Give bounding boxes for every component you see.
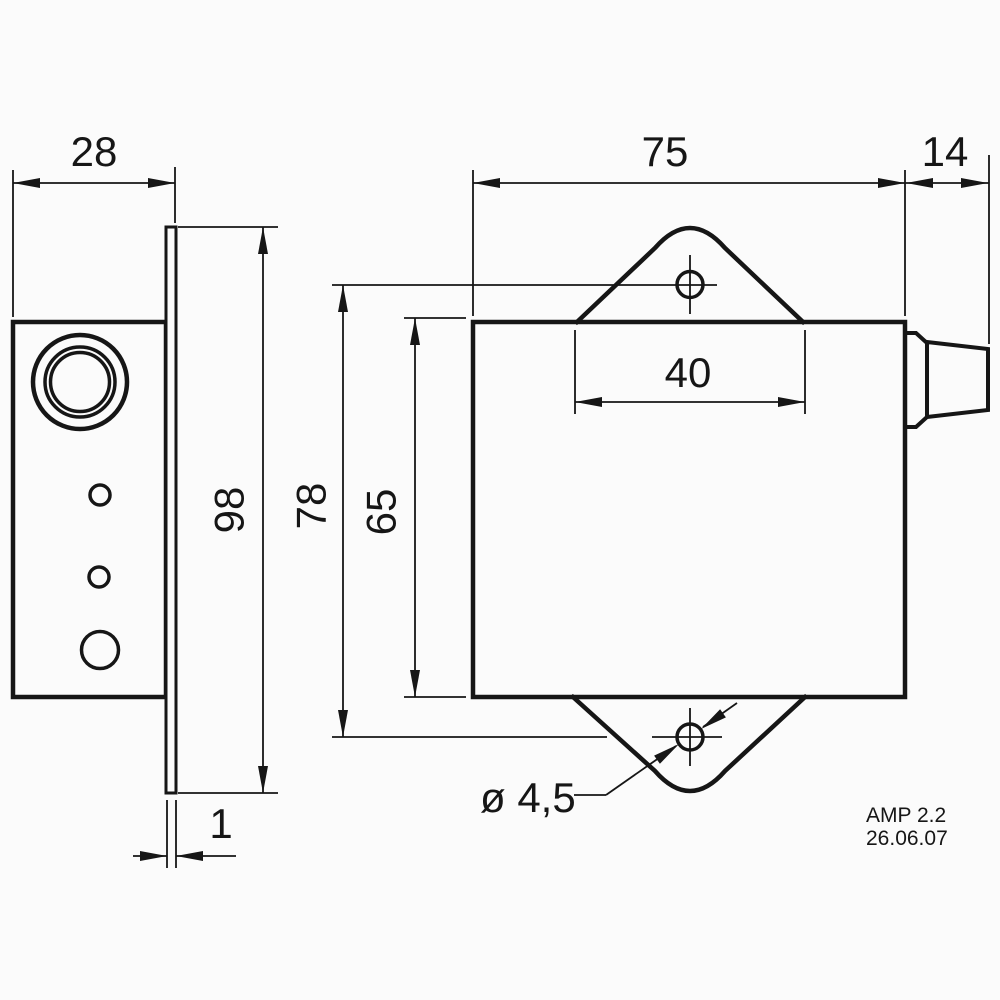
dim-hole-spacing: 78 bbox=[288, 284, 717, 738]
title-block: AMP 2.2 26.06.07 bbox=[866, 804, 948, 850]
arrowhead bbox=[258, 766, 268, 793]
dim-label-front-width: 75 bbox=[642, 128, 689, 175]
dim-front-width: 75 bbox=[472, 128, 906, 316]
arrowhead bbox=[176, 851, 203, 861]
dim-body-height: 65 bbox=[358, 317, 466, 698]
dim-flange-height: 98 bbox=[178, 226, 278, 794]
dim-label-hole-spacing: 78 bbox=[288, 483, 335, 530]
arrowhead bbox=[258, 227, 268, 254]
arrowhead bbox=[338, 710, 348, 737]
drawing-fill-layer: 28 98 1 bbox=[10, 128, 990, 868]
hole-diameter-callout: ø 4,5 bbox=[480, 702, 738, 821]
small-hole-1 bbox=[88, 483, 112, 507]
title-block-model: AMP 2.2 bbox=[866, 804, 946, 827]
drawing-stroke-layer: 28 98 1 bbox=[10, 128, 990, 868]
dim-side-width: 28 bbox=[12, 128, 176, 317]
dim-flange-thickness: 1 bbox=[133, 800, 236, 868]
top-mounting-tab bbox=[573, 225, 807, 326]
socket-inner-ring bbox=[43, 345, 117, 419]
arrowhead bbox=[701, 709, 726, 729]
arrowhead bbox=[654, 744, 679, 764]
arrowhead bbox=[410, 670, 420, 697]
dim-label-side-width: 28 bbox=[71, 128, 118, 175]
arrowhead bbox=[140, 851, 167, 861]
dim-label-body-height: 65 bbox=[358, 489, 405, 536]
title-block-date: 26.06.07 bbox=[866, 827, 948, 850]
dim-label-hole-diameter: ø 4,5 bbox=[480, 774, 576, 821]
side-body-outline bbox=[10, 319, 169, 700]
socket-outer-ring bbox=[30, 332, 130, 432]
bottom-mounting-tab bbox=[569, 693, 809, 794]
dim-label-flange-thickness: 1 bbox=[209, 800, 232, 847]
dim-label-connector-depth: 14 bbox=[922, 128, 969, 175]
arrowhead bbox=[878, 178, 905, 188]
arrowhead bbox=[13, 178, 40, 188]
front-body-outline bbox=[470, 319, 908, 700]
arrowhead bbox=[575, 397, 602, 407]
arrowhead bbox=[473, 178, 500, 188]
socket-bore bbox=[48, 350, 112, 414]
arrowhead bbox=[778, 397, 805, 407]
dim-label-tab-width: 40 bbox=[665, 349, 712, 396]
small-hole-2 bbox=[87, 565, 111, 589]
arrowhead bbox=[148, 178, 175, 188]
mounting-flange bbox=[164, 225, 178, 795]
connector-knob bbox=[925, 339, 990, 420]
dim-tab-width: 40 bbox=[574, 330, 806, 414]
front-view: 75 14 40 bbox=[288, 128, 990, 821]
arrowhead bbox=[906, 178, 933, 188]
arrowhead bbox=[338, 285, 348, 312]
side-view: 28 98 1 bbox=[10, 128, 278, 868]
arrowhead bbox=[961, 178, 988, 188]
connector-collar bbox=[905, 331, 929, 429]
arrowhead bbox=[410, 318, 420, 345]
dim-label-flange-height: 98 bbox=[206, 487, 253, 534]
large-hole bbox=[79, 629, 121, 671]
dim-connector-depth: 14 bbox=[905, 128, 990, 344]
